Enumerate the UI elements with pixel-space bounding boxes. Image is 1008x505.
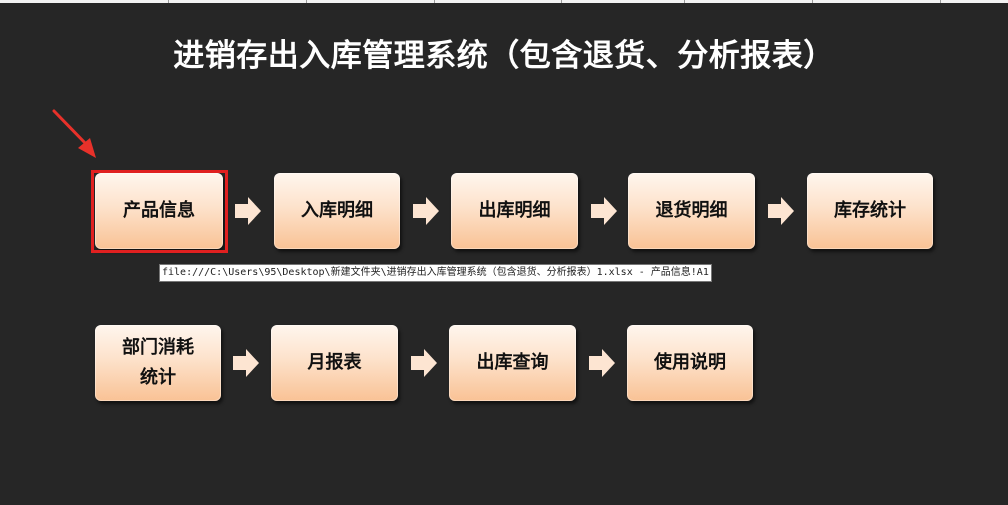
red-pointer-arrow-icon (52, 109, 96, 158)
inbound-detail-button[interactable]: 入库明细 (274, 173, 400, 249)
sheet-top-edge (0, 0, 1008, 3)
selected-cell-outline (91, 170, 228, 253)
outbound-query-button[interactable]: 出库查询 (449, 325, 576, 401)
arrow-right-icon (411, 349, 437, 377)
monthly-report-button[interactable]: 月报表 (271, 325, 398, 401)
arrow-right-icon (233, 349, 259, 377)
arrow-right-icon (413, 197, 439, 225)
inventory-stats-button[interactable]: 库存统计 (807, 173, 933, 249)
dept-consumption-button[interactable]: 部门消耗 统计 (95, 325, 221, 401)
usage-guide-button[interactable]: 使用说明 (627, 325, 753, 401)
page-title: 进销存出入库管理系统（包含退货、分析报表） (173, 38, 835, 74)
arrow-right-icon (591, 197, 617, 225)
return-detail-button[interactable]: 退货明细 (628, 173, 755, 249)
outbound-detail-button[interactable]: 出库明细 (451, 173, 578, 249)
hyperlink-tooltip: file:///C:\Users\95\Desktop\新建文件夹\进销存出入库… (159, 264, 712, 282)
arrow-right-icon (235, 197, 261, 225)
product-info-button[interactable]: 产品信息 (95, 173, 223, 249)
arrow-right-icon (589, 349, 615, 377)
arrow-right-icon (768, 197, 794, 225)
